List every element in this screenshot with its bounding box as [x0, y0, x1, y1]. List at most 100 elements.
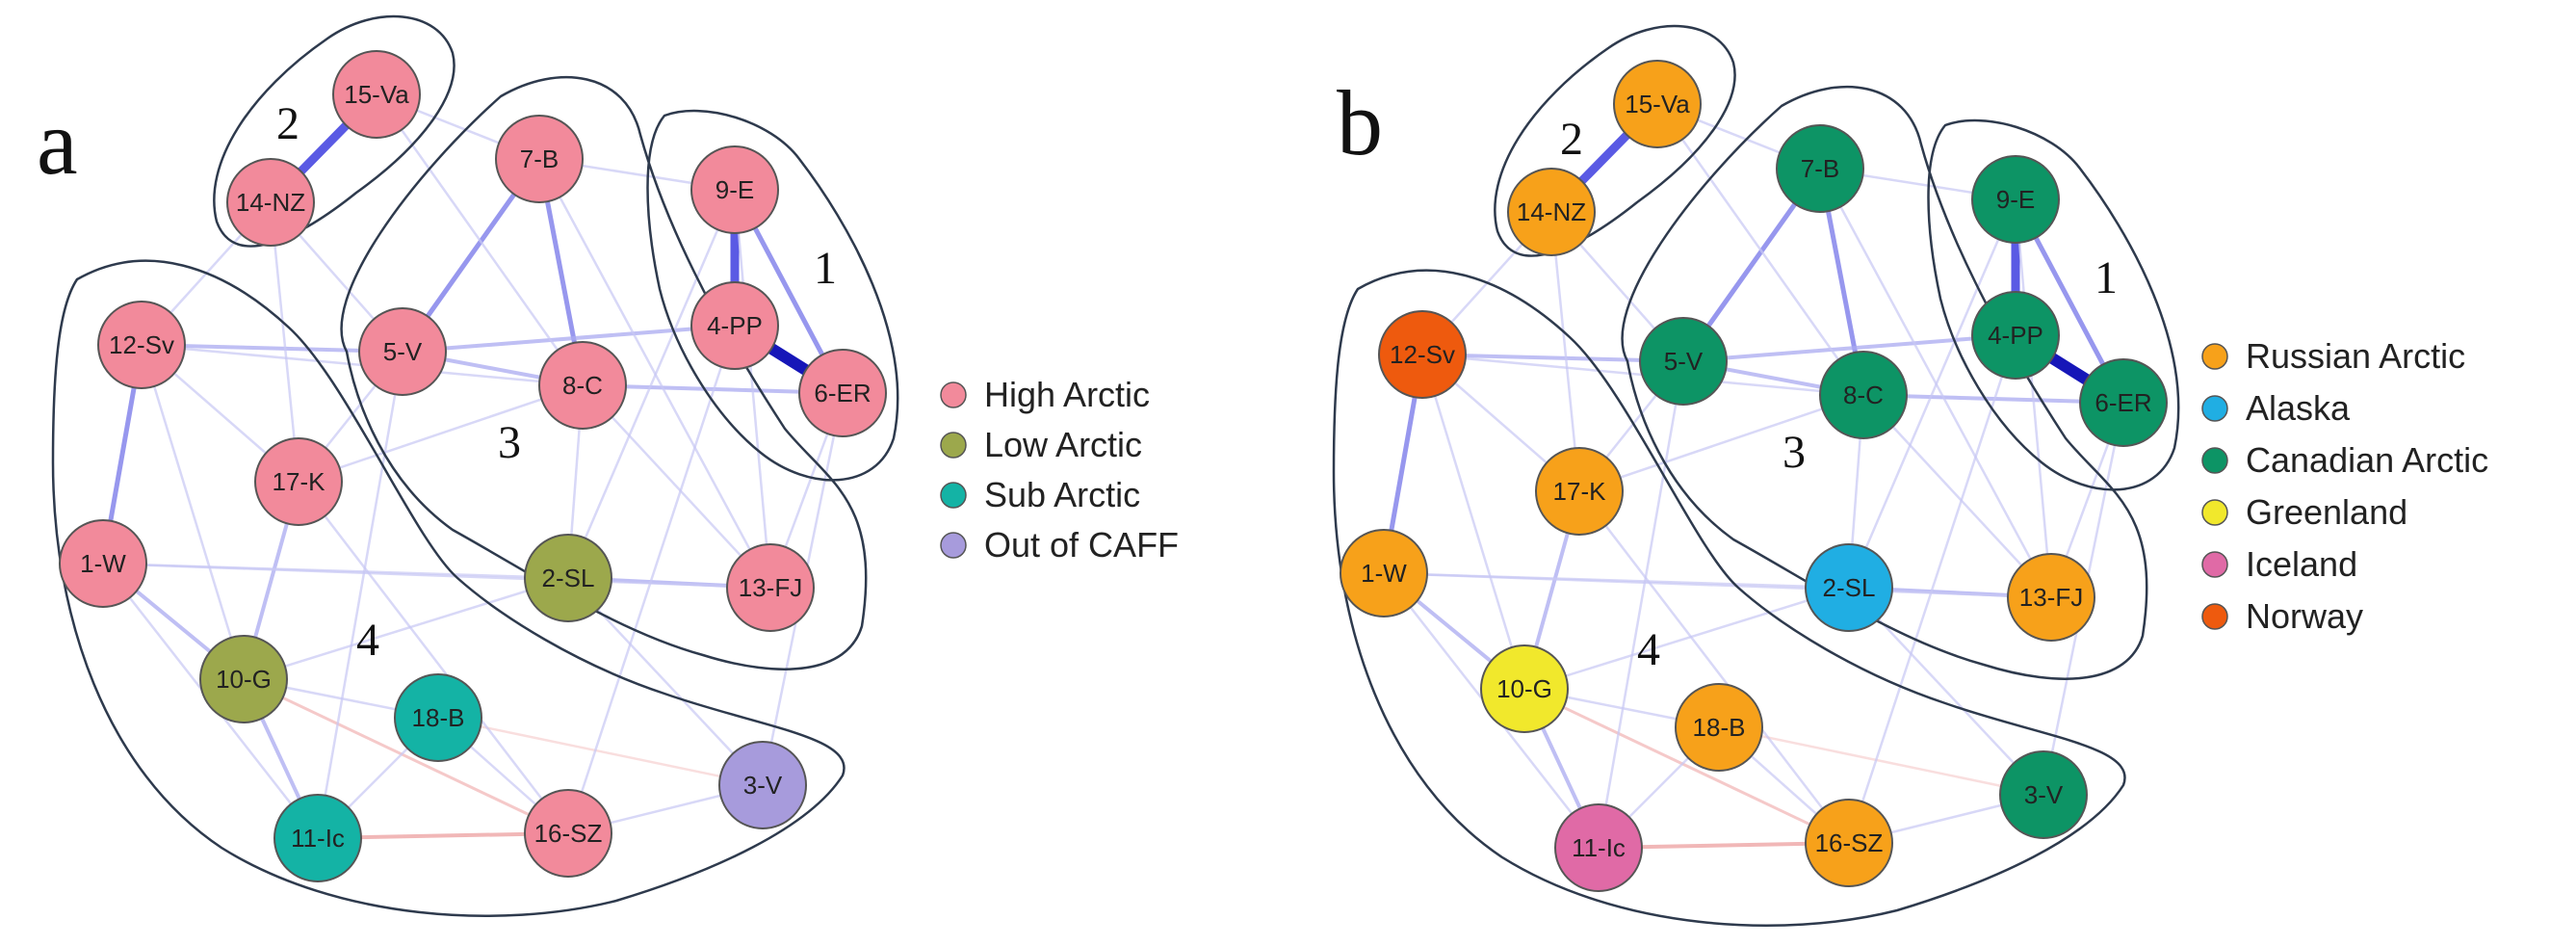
node-8-c: 8-C — [538, 341, 627, 430]
node-12-sv: 12-Sv — [1378, 310, 1467, 399]
node-18-b: 18-B — [1675, 683, 1763, 772]
node-17-k: 17-K — [1535, 447, 1624, 536]
group-hull-3 — [340, 75, 868, 670]
node-circle — [690, 281, 779, 370]
group-label-1: 1 — [814, 243, 837, 294]
node-label: 6-ER — [2095, 388, 2151, 417]
node-6-er: 6-ER — [798, 349, 887, 437]
node-10-g: 10-G — [1480, 644, 1569, 733]
node-4-pp: 4-PP — [1971, 291, 2060, 380]
legend-label: Sub Arctic — [984, 475, 1140, 514]
panel-b-letter: b — [1337, 71, 1383, 174]
node-17-k: 17-K — [254, 437, 343, 526]
edge-9-e-13-fj — [2014, 197, 2053, 599]
legend-label: Greenland — [2246, 492, 2407, 532]
node-label: 9-E — [1996, 185, 2035, 214]
node-label: 7-B — [520, 145, 559, 173]
legend-label: Iceland — [2246, 544, 2357, 584]
legend-item-russian-arctic: Russian Arctic — [2201, 336, 2465, 376]
node-label: 17-K — [273, 467, 326, 496]
edge-1-w-13-fj — [1382, 571, 2053, 599]
node-1-w: 1-W — [59, 519, 147, 608]
node-label: 8-C — [562, 371, 603, 400]
node-label: 15-Va — [1625, 90, 1690, 118]
node-label: 3-V — [743, 771, 783, 800]
node-circle — [1378, 310, 1467, 399]
node-circle — [226, 158, 315, 247]
node-label: 5-V — [383, 337, 423, 366]
edge-15-va-8-c — [375, 92, 585, 387]
node-circle — [690, 145, 779, 234]
node-label: 10-G — [216, 665, 272, 694]
edge-10-g-2-sl — [1522, 586, 1851, 691]
node-label: 14-NZ — [236, 188, 305, 217]
panel-a-letter: a — [37, 91, 78, 194]
node-6-er: 6-ER — [2079, 358, 2168, 447]
node-circle — [2007, 553, 2095, 642]
legend-swatch — [940, 482, 967, 509]
node-circle — [1535, 447, 1624, 536]
node-label: 12-Sv — [1390, 340, 1455, 369]
node-label: 8-C — [1843, 381, 1884, 409]
edge-4-pp-16-sz — [566, 324, 737, 835]
node-label: 11-Ic — [1572, 833, 1626, 862]
node-label: 16-SZ — [1815, 828, 1884, 857]
node-label: 11-Ic — [291, 824, 345, 853]
legend-item-sub-arctic: Sub Arctic — [940, 475, 1140, 514]
node-label: 7-B — [1801, 154, 1839, 183]
edge-14-nz-17-k — [1549, 210, 1581, 493]
panel-a: a 15-Va14-NZ7-B9-E4-PP6-ER5-V8-C12-Sv17-… — [37, 14, 1179, 917]
node-7-b: 7-B — [495, 115, 584, 203]
node-circle — [1971, 291, 2060, 380]
node-7-b: 7-B — [1776, 124, 1864, 213]
node-3-v: 3-V — [1999, 750, 2088, 839]
node-circle — [273, 794, 362, 882]
edge-5-v-11-ic — [1597, 359, 1685, 850]
edge-1-w-13-fj — [101, 562, 772, 590]
node-label: 4-PP — [1988, 321, 2043, 350]
group-label-1: 1 — [2095, 252, 2118, 303]
edge-17-k-16-sz — [297, 480, 570, 835]
node-16-sz: 16-SZ — [524, 789, 612, 878]
node-circle — [1507, 168, 1596, 256]
node-11-ic: 11-Ic — [1554, 803, 1643, 892]
group-hull-1 — [646, 109, 899, 482]
node-circle — [495, 115, 584, 203]
legend-swatch — [940, 381, 967, 408]
legend-label: Norway — [2246, 596, 2363, 636]
edge-17-k-8-c — [297, 383, 585, 484]
legend-label: Low Arctic — [984, 425, 1142, 464]
edge-9-e-2-sl — [566, 188, 737, 580]
node-2-sl: 2-SL — [1805, 543, 1893, 632]
legend-item-iceland: Iceland — [2201, 544, 2357, 584]
node-label: 10-G — [1496, 674, 1552, 703]
group-hull-1 — [1927, 118, 2180, 491]
edge-9-e-13-fj — [733, 188, 772, 590]
node-circle — [1971, 155, 2060, 244]
node-9-e: 9-E — [1971, 155, 2060, 244]
panel-b-group-labels: 1 2 3 4 — [1560, 114, 2118, 675]
group-label-2: 2 — [276, 98, 299, 149]
legend-item-alaska: Alaska — [2201, 388, 2351, 428]
panel-a-nodes: 15-Va14-NZ7-B9-E4-PP6-ER5-V8-C12-Sv17-K1… — [59, 50, 887, 882]
legend-item-greenland: Greenland — [2201, 492, 2407, 532]
node-16-sz: 16-SZ — [1805, 799, 1893, 887]
node-circle — [59, 519, 147, 608]
node-circle — [1554, 803, 1643, 892]
edge-4-pp-16-sz — [1847, 333, 2017, 845]
group-label-3: 3 — [1782, 427, 1806, 478]
node-12-sv: 12-Sv — [97, 301, 186, 389]
node-5-v: 5-V — [1639, 317, 1728, 406]
legend-swatch — [2201, 603, 2228, 630]
edge-5-v-4-pp — [1681, 333, 2017, 363]
node-9-e: 9-E — [690, 145, 779, 234]
group-hull-4 — [1332, 269, 2126, 927]
node-label: 1-W — [80, 549, 126, 578]
node-circle — [254, 437, 343, 526]
panel-a-group-hulls — [51, 14, 899, 917]
panel-a-group-labels: 1 2 3 4 — [276, 98, 837, 666]
legend-swatch — [2201, 551, 2228, 578]
node-3-v: 3-V — [718, 741, 807, 829]
edge-17-k-16-sz — [1577, 489, 1851, 845]
